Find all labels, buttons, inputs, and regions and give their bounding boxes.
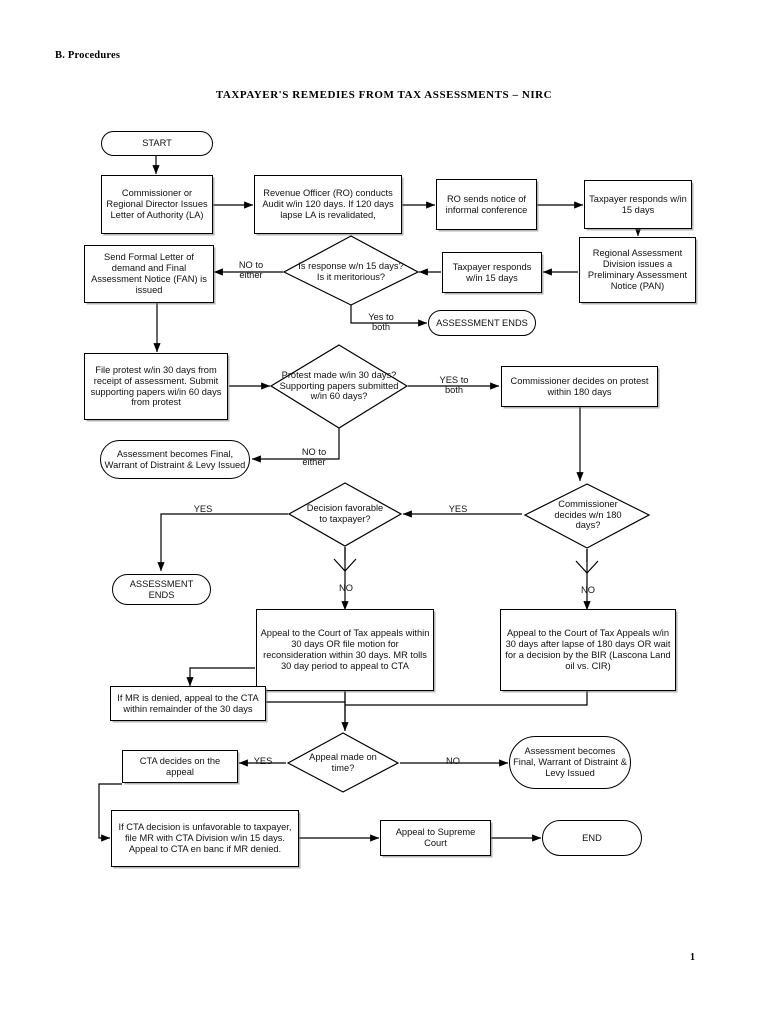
diamond-decision-favorable xyxy=(287,482,403,547)
node-cta-decides-label: CTA decides on the appeal xyxy=(139,755,221,777)
node-appeal-cta-180-label: Appeal to the Court of Tax Appeals w/in … xyxy=(505,628,671,671)
node-fan-issued[interactable]: Send Formal Letter of demand and Final A… xyxy=(84,245,214,303)
node-cta-unfavorable-label: If CTA decision is unfavorable to taxpay… xyxy=(118,822,292,854)
node-assessment-final-2-label: Assessment becomes Final, Warrant of Dis… xyxy=(513,746,627,778)
node-appeal-supreme[interactable]: Appeal to Supreme Court xyxy=(380,820,491,856)
node-ro-audit[interactable]: Revenue Officer (RO) conducts Audit w/in… xyxy=(254,175,402,234)
node-regional-pan[interactable]: Regional Assessment Division issues a Pr… xyxy=(579,237,696,303)
node-taxpayer-responds-15-b-label: Taxpayer responds w/in 15 days xyxy=(452,261,532,283)
node-appeal-cta-180[interactable]: Appeal to the Court of Tax Appeals w/in … xyxy=(500,609,676,691)
node-end-label: END xyxy=(582,832,602,843)
node-ro-audit-label: Revenue Officer (RO) conducts Audit w/in… xyxy=(262,188,394,220)
page-title: TAXPAYER'S REMEDIES FROM TAX ASSESSMENTS… xyxy=(215,89,553,101)
diamond-appeal-on-time xyxy=(286,732,400,793)
node-assessment-ends-2-label: ASSESSMENT ENDS xyxy=(129,578,194,600)
node-taxpayer-responds-15-label: Taxpayer responds w/in 15 days xyxy=(589,193,687,215)
node-taxpayer-responds-15-b[interactable]: Taxpayer responds w/in 15 days xyxy=(442,252,542,293)
node-end[interactable]: END xyxy=(542,820,642,856)
edge-label-no-commissioner: NO xyxy=(581,585,595,595)
node-start-label: START xyxy=(142,138,172,149)
node-taxpayer-responds-15[interactable]: Taxpayer responds w/in 15 days xyxy=(584,180,692,229)
edge-label-yes-commissioner: YES xyxy=(448,504,468,514)
node-assessment-ends-2[interactable]: ASSESSMENT ENDS xyxy=(112,574,211,605)
section-heading: B. Procedures xyxy=(55,50,121,61)
edge-label-no-on-time: NO xyxy=(446,756,460,766)
edge-label-yes-favorable: YES xyxy=(193,504,213,514)
node-start[interactable]: START xyxy=(101,131,213,156)
node-assessment-ends-1[interactable]: ASSESSMENT ENDS xyxy=(428,310,536,336)
node-commissioner-la-label: Commissioner or Regional Director Issues… xyxy=(106,188,208,220)
node-assessment-final-2[interactable]: Assessment becomes Final, Warrant of Dis… xyxy=(509,736,631,789)
edge-label-no-to-either-2: NO to either xyxy=(301,447,327,468)
edge-label-yes-to-both-1: Yes to both xyxy=(368,312,394,333)
node-commissioner-decides-180[interactable]: Commissioner decides on protest within 1… xyxy=(501,366,658,407)
node-mr-denied-label: If MR is denied, appeal to the CTA withi… xyxy=(117,692,259,714)
edge-label-yes-to-both-2: YES to both xyxy=(439,375,469,396)
node-file-protest-label: File protest w/in 30 days from receipt o… xyxy=(90,364,222,408)
node-regional-pan-label: Regional Assessment Division issues a Pr… xyxy=(587,248,688,291)
node-appeal-supreme-label: Appeal to Supreme Court xyxy=(395,827,476,848)
node-assessment-ends-1-label: ASSESSMENT ENDS xyxy=(436,317,528,328)
node-fan-issued-label: Send Formal Letter of demand and Final A… xyxy=(91,252,207,295)
node-appeal-cta-30-label: Appeal to the Court of Tax appeals withi… xyxy=(260,628,430,671)
node-appeal-cta-30[interactable]: Appeal to the Court of Tax appeals withi… xyxy=(256,609,434,691)
node-commissioner-la[interactable]: Commissioner or Regional Director Issues… xyxy=(101,175,213,234)
node-cta-decides[interactable]: CTA decides on the appeal xyxy=(122,750,238,783)
node-commissioner-decides-180-label: Commissioner decides on protest within 1… xyxy=(510,375,649,397)
edge-label-yes-on-time: YES xyxy=(253,756,273,766)
page-number: 1 xyxy=(690,952,695,963)
node-assessment-final-1-label: Assessment becomes Final, Warrant of Dis… xyxy=(104,448,246,470)
node-ro-notice[interactable]: RO sends notice of informal conference xyxy=(436,179,537,230)
diamond-response-meritorious xyxy=(282,235,420,306)
diamond-commissioner-180 xyxy=(523,483,651,549)
node-file-protest[interactable]: File protest w/in 30 days from receipt o… xyxy=(84,353,228,420)
edge-label-no-to-either-1: NO to either xyxy=(238,260,264,281)
node-cta-unfavorable[interactable]: If CTA decision is unfavorable to taxpay… xyxy=(111,810,299,867)
node-assessment-final-1[interactable]: Assessment becomes Final, Warrant of Dis… xyxy=(100,440,250,479)
edge-label-no-favorable: NO xyxy=(339,583,353,593)
node-ro-notice-label: RO sends notice of informal conference xyxy=(445,193,528,215)
diamond-protest-timely xyxy=(269,344,409,429)
node-mr-denied[interactable]: If MR is denied, appeal to the CTA withi… xyxy=(110,686,266,721)
